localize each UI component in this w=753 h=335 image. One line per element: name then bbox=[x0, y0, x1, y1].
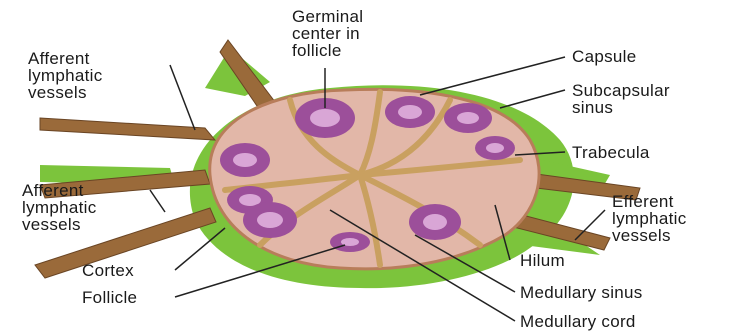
follicle-8 bbox=[409, 204, 461, 240]
leader-cortex bbox=[175, 228, 225, 270]
follicle-9 bbox=[330, 232, 370, 252]
follicle-4 bbox=[475, 136, 515, 160]
label-afferent-vessels-top: Afferent lymphatic vessels bbox=[28, 50, 103, 101]
label-capsule: Capsule bbox=[572, 48, 636, 65]
label-efferent-vessels: Efferent lymphatic vessels bbox=[612, 193, 687, 244]
follicle-2 bbox=[385, 96, 435, 128]
label-follicle: Follicle bbox=[82, 289, 137, 306]
label-trabecula: Trabecula bbox=[572, 144, 650, 161]
label-germinal-center: Germinal center in follicle bbox=[292, 8, 363, 59]
label-subcapsular-sinus: Subcapsular sinus bbox=[572, 82, 670, 116]
label-afferent-vessels-bottom: Afferent lymphatic vessels bbox=[22, 182, 97, 233]
leader-afferent-bottom bbox=[150, 190, 165, 212]
label-hilum: Hilum bbox=[520, 252, 565, 269]
label-medullary-sinus: Medullary sinus bbox=[520, 284, 643, 301]
leader-subcapsular bbox=[500, 90, 565, 108]
follicle-7 bbox=[243, 202, 297, 238]
leader-capsule bbox=[420, 57, 565, 95]
follicle-5 bbox=[220, 143, 270, 177]
label-medullary-cord: Medullary cord bbox=[520, 313, 636, 330]
label-cortex: Cortex bbox=[82, 262, 134, 279]
follicle-3 bbox=[444, 103, 492, 133]
leader-afferent-top bbox=[170, 65, 195, 130]
vessel-left-1 bbox=[40, 118, 215, 140]
